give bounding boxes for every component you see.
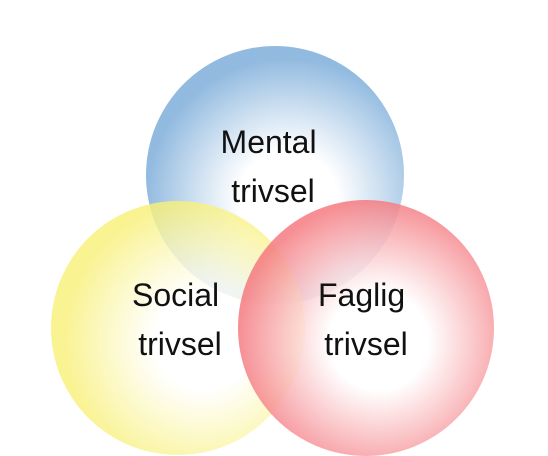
label-social-line-2: trivsel bbox=[138, 326, 222, 362]
label-faglig-line-2: trivsel bbox=[324, 326, 408, 362]
label-social-line-1: Social bbox=[132, 277, 219, 313]
circle-faglig bbox=[238, 200, 494, 456]
label-mental: Mental trivsel bbox=[221, 124, 326, 209]
label-faglig: Faglig trivsel bbox=[318, 277, 414, 362]
label-faglig-line-1: Faglig bbox=[318, 277, 405, 313]
label-mental-line-1: Mental bbox=[221, 124, 317, 160]
circle-social bbox=[51, 201, 305, 455]
label-social: Social trivsel bbox=[132, 277, 228, 362]
label-mental-line-2: trivsel bbox=[231, 173, 315, 209]
